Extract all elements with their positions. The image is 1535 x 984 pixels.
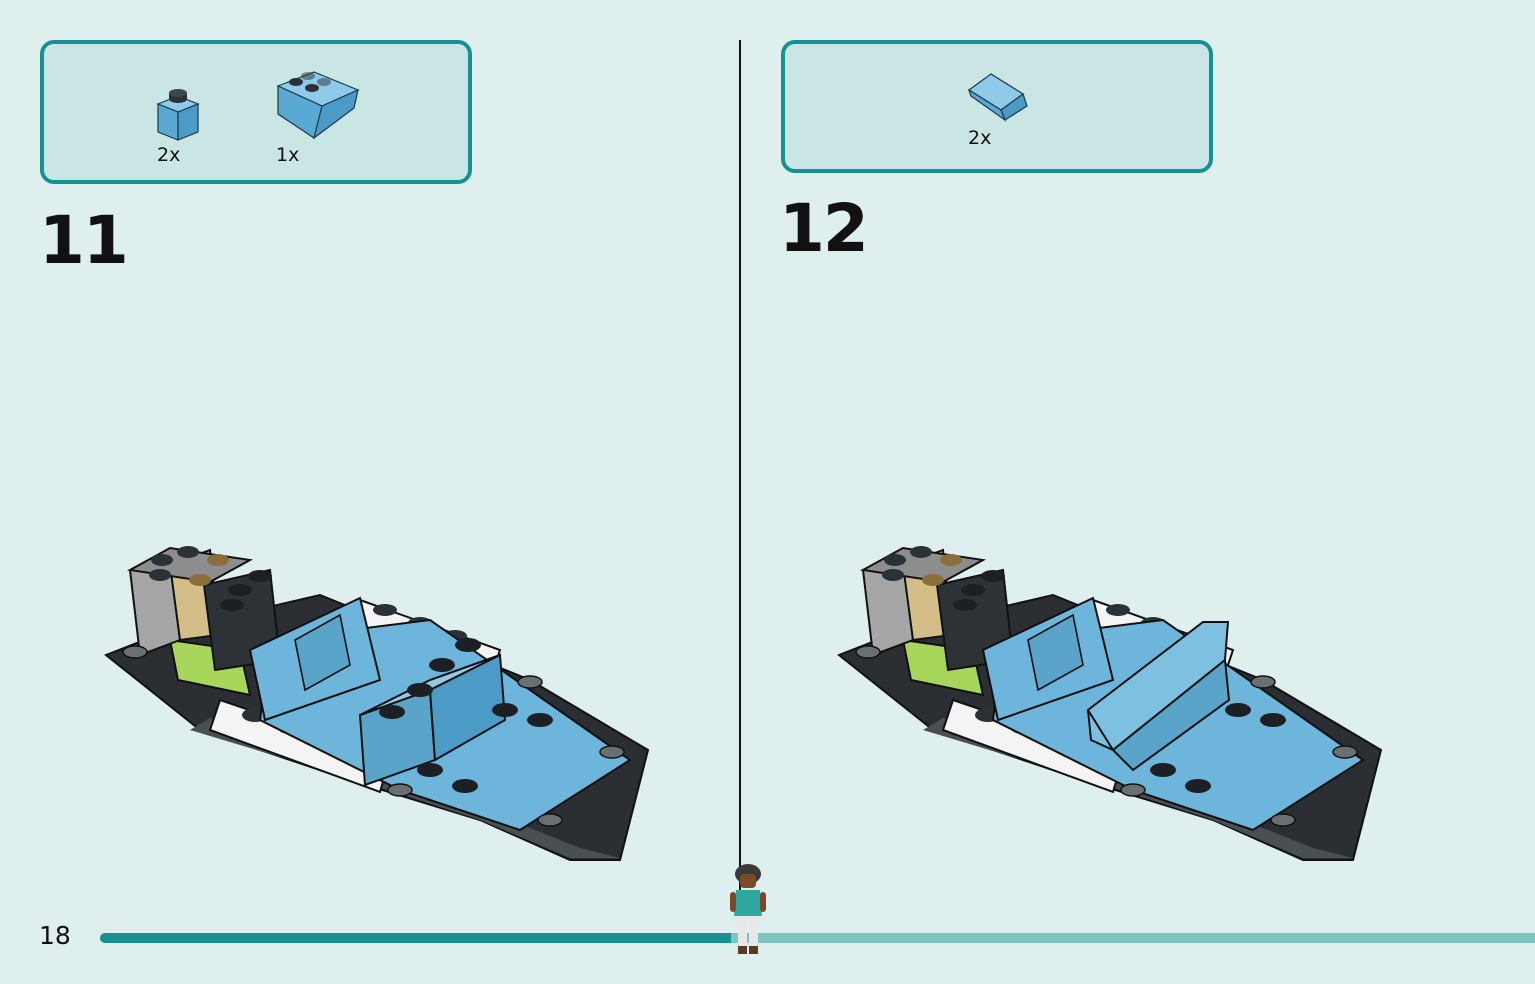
blue-inverted-slope-2x2-icon: [276, 71, 360, 140]
minifigure-progress-marker-icon: [730, 864, 766, 954]
part-qty: 1x: [276, 144, 300, 166]
page-number: 18: [39, 921, 71, 950]
step-11-parts-box: 2x 1x: [40, 40, 472, 184]
boat-model-illustration: [104, 546, 650, 861]
step-12-panel: 2x 12: [741, 0, 1535, 984]
step-number: 12: [779, 190, 869, 267]
part-qty: 2x: [157, 144, 181, 166]
step-12-parts-box: 2x: [781, 40, 1213, 173]
page-divider: [739, 40, 741, 950]
progress-bar: [100, 933, 1535, 943]
progress-bar-fill: [100, 933, 732, 943]
step-11-panel: 2x 1x 11: [0, 0, 740, 984]
part-qty: 2x: [968, 127, 992, 149]
blue-1x1-brick-icon: [156, 89, 200, 141]
step-number: 11: [39, 202, 129, 279]
blue-curved-slope-icon: [967, 73, 1028, 122]
boat-model-illustration: [837, 546, 1383, 861]
